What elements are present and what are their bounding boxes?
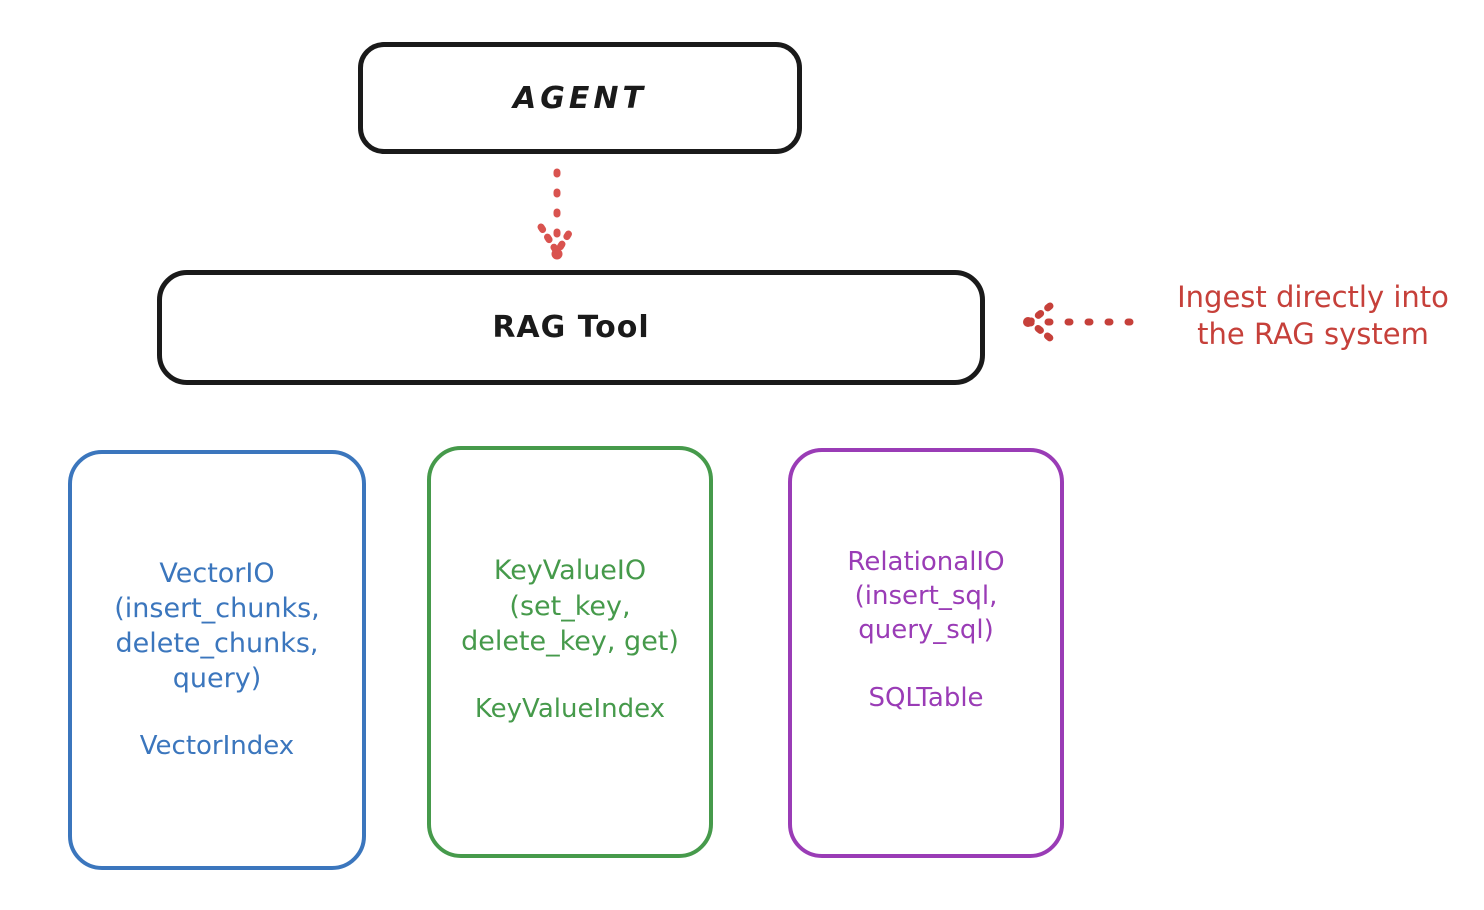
node-agent-label: AGENT [513, 80, 647, 116]
node-agent[interactable]: AGENT [358, 42, 802, 154]
node-keyvalue-io[interactable]: KeyValueIO (set_key, delete_key, get) Ke… [427, 446, 713, 858]
node-keyvalue-io-title: KeyValueIO (set_key, delete_key, get) [461, 555, 679, 657]
node-relational-io-title: RelationalIO (insert_sql, query_sql) [847, 547, 1005, 645]
node-vector-io-content: VectorIO (insert_chunks, delete_chunks, … [114, 556, 319, 764]
node-vector-io-title: VectorIO (insert_chunks, delete_chunks, … [114, 557, 320, 695]
node-rag-tool-label: RAG Tool [492, 310, 650, 345]
annotation-ingest: Ingest directly into the RAG system [1177, 280, 1449, 352]
node-rag-tool[interactable]: RAG Tool [157, 270, 985, 385]
node-vector-io[interactable]: VectorIO (insert_chunks, delete_chunks, … [68, 450, 366, 870]
node-vector-io-index: VectorIndex [139, 731, 295, 762]
node-keyvalue-io-index: KeyValueIndex [474, 693, 666, 724]
node-relational-io[interactable]: RelationalIO (insert_sql, query_sql) SQL… [788, 448, 1064, 858]
connector-ingest-to-rag-tool [1023, 302, 1144, 342]
connector-agent-to-rag-tool [537, 168, 577, 260]
node-keyvalue-io-content: KeyValueIO (set_key, delete_key, get) Ke… [461, 553, 679, 726]
node-relational-io-content: RelationalIO (insert_sql, query_sql) SQL… [847, 546, 1004, 715]
node-relational-io-index: SQLTable [868, 682, 984, 713]
